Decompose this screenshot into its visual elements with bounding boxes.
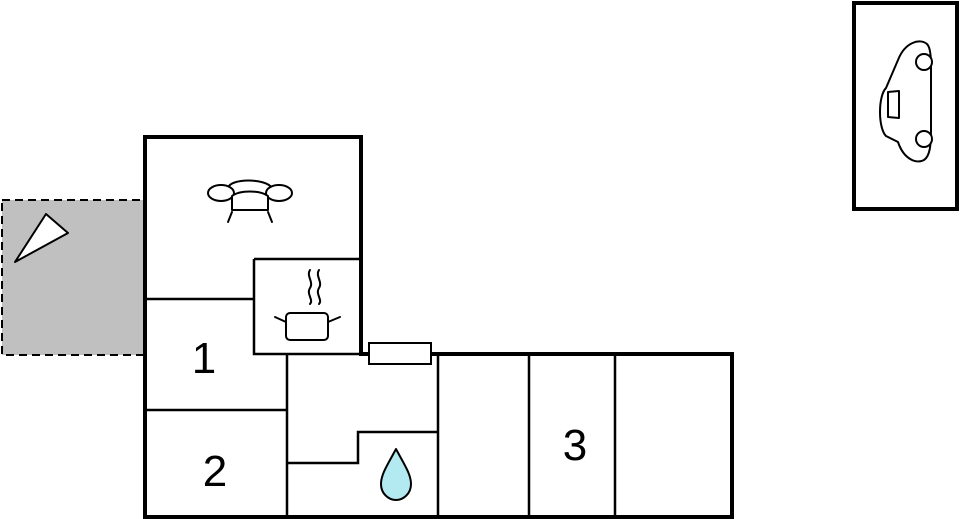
room-label-bedroom-2: 2 xyxy=(203,447,227,496)
sofa-icon xyxy=(207,179,293,223)
room-label-bedroom-3: 3 xyxy=(563,421,587,470)
terrace-area xyxy=(1,199,146,356)
parking-space xyxy=(852,1,959,211)
window xyxy=(368,342,432,365)
sun-umbrella-icon xyxy=(14,213,69,263)
terrace xyxy=(1,199,146,356)
outer-wall xyxy=(143,135,734,519)
inner-walls xyxy=(145,257,617,517)
water-drop-icon xyxy=(380,448,412,501)
house-walls xyxy=(143,135,734,519)
room-label-bedroom-1: 1 xyxy=(192,334,216,383)
cooking-pot-icon xyxy=(274,269,341,341)
car-icon xyxy=(879,40,933,163)
